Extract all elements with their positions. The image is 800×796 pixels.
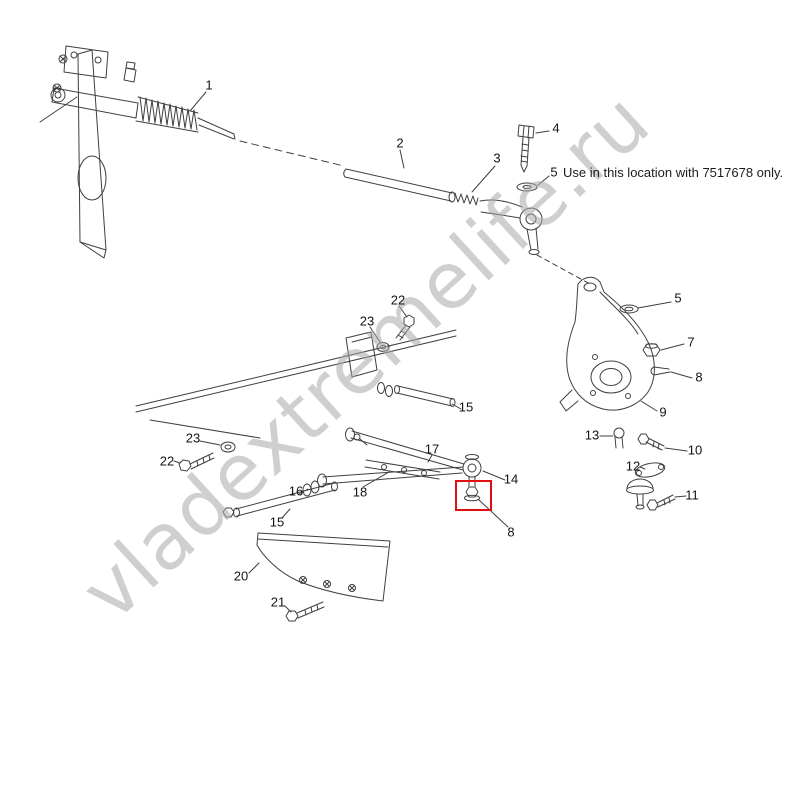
part-callout-1: 1 [205, 77, 213, 93]
part-callout-16: 16 [288, 483, 304, 499]
part-callout-13: 13 [584, 427, 600, 443]
part-callout-5: 5 [674, 290, 682, 306]
part-callout-23: 23 [359, 313, 375, 329]
note-text: Use in this location with 7517678 only. [563, 165, 784, 180]
part-callout-4: 4 [552, 120, 560, 136]
part-callout-17: 17 [424, 441, 440, 457]
part-callout-22: 22 [390, 292, 406, 308]
part-callout-2: 2 [396, 135, 404, 151]
part-callout-22: 22 [159, 453, 175, 469]
part-callout-20: 20 [233, 568, 249, 584]
part-callout-10: 10 [687, 442, 703, 458]
part-callout-5: 5 [550, 164, 558, 180]
part-callout-14: 14 [503, 471, 519, 487]
part-callout-8: 8 [507, 524, 515, 540]
part-callout-3: 3 [493, 150, 501, 166]
part-callout-7: 7 [687, 334, 695, 350]
part-callout-8: 8 [695, 369, 703, 385]
part-callout-23: 23 [185, 430, 201, 446]
part-callout-21: 21 [270, 594, 286, 610]
part-callout-18: 18 [352, 484, 368, 500]
part-callout-9: 9 [659, 404, 667, 420]
part-callout-12: 12 [625, 458, 641, 474]
part-callout-11: 11 [685, 487, 699, 503]
part-callout-15: 15 [269, 514, 285, 530]
part-callout-15: 15 [458, 399, 474, 415]
highlight-box [455, 480, 492, 511]
